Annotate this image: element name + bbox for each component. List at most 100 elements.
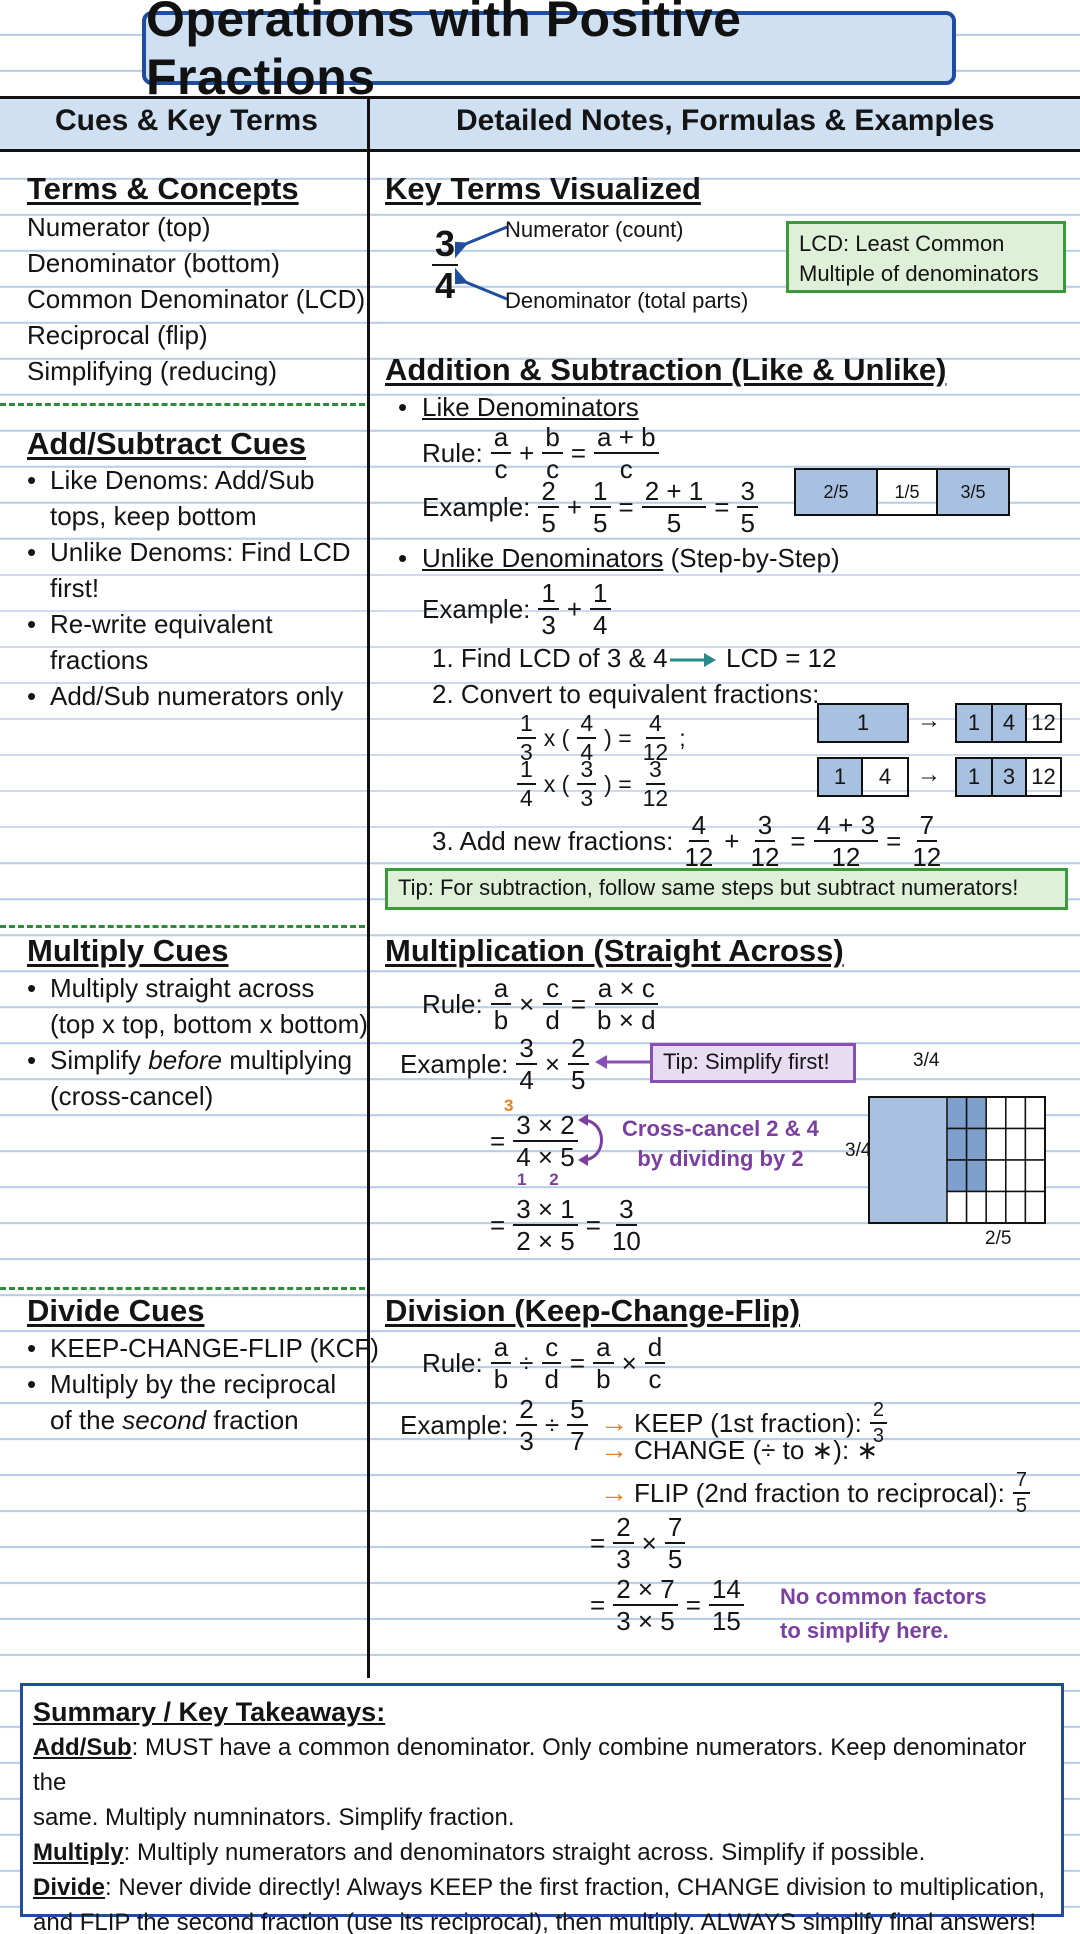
grid-cell [1005,1096,1027,1130]
summary-div: Divide: Never divide directly! Always KE… [33,1870,1051,1905]
grid-cell [1005,1190,1027,1224]
area-model-region [869,1097,947,1223]
grid-cell [985,1159,1007,1193]
equivalence-bar-row1: 1 → 1 4 12 [817,703,1062,743]
area-model-border [868,1096,1046,1224]
summary-label: Add/Sub [33,1734,132,1761]
bullet-dot: • [27,609,37,639]
grid-cell [1024,1127,1046,1161]
cue-text: Multiply by the reciprocal [50,1369,337,1399]
numerator-label: Numerator (count) [505,217,684,242]
summary-text: same. Multiply numninators. Simplify fra… [33,1804,515,1831]
cue-text: KEEP-CHANGE-FLIP (KCF) [50,1333,379,1363]
cross-cancel-note: Cross-cancel 2 & 4 by dividing by 2 [622,1114,819,1174]
note-line: No common factors [780,1584,987,1609]
grid-cell [946,1096,968,1130]
bullet-dot: • [27,681,37,711]
grid-top-label: 3/4 [913,1050,940,1071]
lcd-definition-box: LCD: Least Common Multiple of denominato… [786,221,1066,293]
simplify-tip: Tip: Simplify first! [650,1043,856,1083]
div-note: No common factors to simplify here. [780,1580,987,1648]
note-line: to simplify here. [780,1618,949,1643]
summary-text: : Multiply numerators and denominators s… [123,1839,926,1866]
lcd-line: Multiple of denominators [799,261,1039,286]
bar-segment: 4 [861,757,909,797]
cue-text: Re-write equivalent [50,609,273,639]
grid-cell [965,1096,987,1130]
example-label: Example: [400,1409,509,1440]
cue-text-emphasis: second [122,1405,207,1435]
cue-text: multiplying [229,1045,353,1075]
example-label: Example: [400,1048,509,1079]
subtraction-tip: Tip: For subtraction, follow same steps … [385,868,1068,910]
grid-left-label: 3/4 [845,1140,872,1161]
cue-text: Unlike Denoms: Find LCD [50,537,351,567]
cue-text: tops, keep bottom [50,501,257,531]
keep-arrow-icon: → [600,1407,628,1438]
bar-segment: 1 [955,757,993,797]
bar-segment: 1 [817,757,863,797]
unlike-suffix: (Step-by-Step) [670,543,840,573]
bullet-dot: • [27,465,37,495]
addsub-heading: Addition & Subtraction (Like & Unlike) [385,352,947,387]
grid-cell [946,1127,968,1161]
bullet-dot: • [27,1333,37,1363]
keep-text: KEEP (1st fraction): [634,1407,862,1438]
cue-text: Multiply straight across [50,973,315,1003]
page-title: Operations with Positive Fractions [146,0,742,105]
term-item: Simplifying (reducing) [27,356,277,386]
bullet-dot: • [27,973,37,1003]
grid-cell [985,1190,1007,1224]
cue-text: (top x top, bottom x bottom) [50,1009,368,1039]
cue-text: first! [50,573,100,603]
grid-cell [1024,1096,1046,1130]
bar-segment: 12 [1025,757,1062,797]
example-label: Example: [422,491,531,522]
cancel-result-bottom: 2 [549,1170,559,1189]
unlike-heading-line: Unlike Denominators (Step-by-Step) [422,543,840,574]
cue-text: Add/Sub numerators only [50,681,344,711]
cancel-result-bottom: 1 [517,1170,527,1189]
rule-label: Rule: [422,1347,483,1378]
cross-cancel-arrow [578,1114,603,1166]
section-separator [0,403,365,406]
grid-cell [1024,1190,1046,1224]
bar-segment: 2/5 [794,468,878,516]
area-model-cells [946,1096,1046,1224]
tip-text: Tip: Simplify first! [663,1049,830,1074]
grid-cell [965,1190,987,1224]
example-label: Example: [422,593,531,624]
flip-arrow-icon: → [600,1477,628,1508]
left-column-header: Cues & Key Terms [55,104,318,137]
key-terms-arrows [455,225,508,301]
change-text: CHANGE (÷ to ∗): ∗ [634,1434,879,1465]
cue-text: of the [50,1405,116,1435]
bullet-dot: • [27,1369,37,1399]
like-denominators-heading: Like Denominators [422,392,639,422]
div-heading: Division (Keep-Change-Flip) [385,1293,801,1328]
add-cues-heading: Add/Subtract Cues [27,426,307,461]
bar-segment: 1 [955,703,993,743]
cue-text-line: of the second fraction [50,1405,299,1436]
term-item: Common Denominator (LCD) [27,284,366,314]
bar-segment: 3 [991,757,1027,797]
bullet-dot: • [27,537,37,567]
cancel-result-top: 3 [504,1096,514,1115]
terms-heading: Terms & Concepts [27,171,299,206]
grid-cell [1005,1159,1027,1193]
denominator-label: Denominator (total parts) [505,288,749,313]
tip-text: Tip: For subtraction, follow same steps … [398,875,1019,900]
rule-label: Rule: [422,988,483,1019]
